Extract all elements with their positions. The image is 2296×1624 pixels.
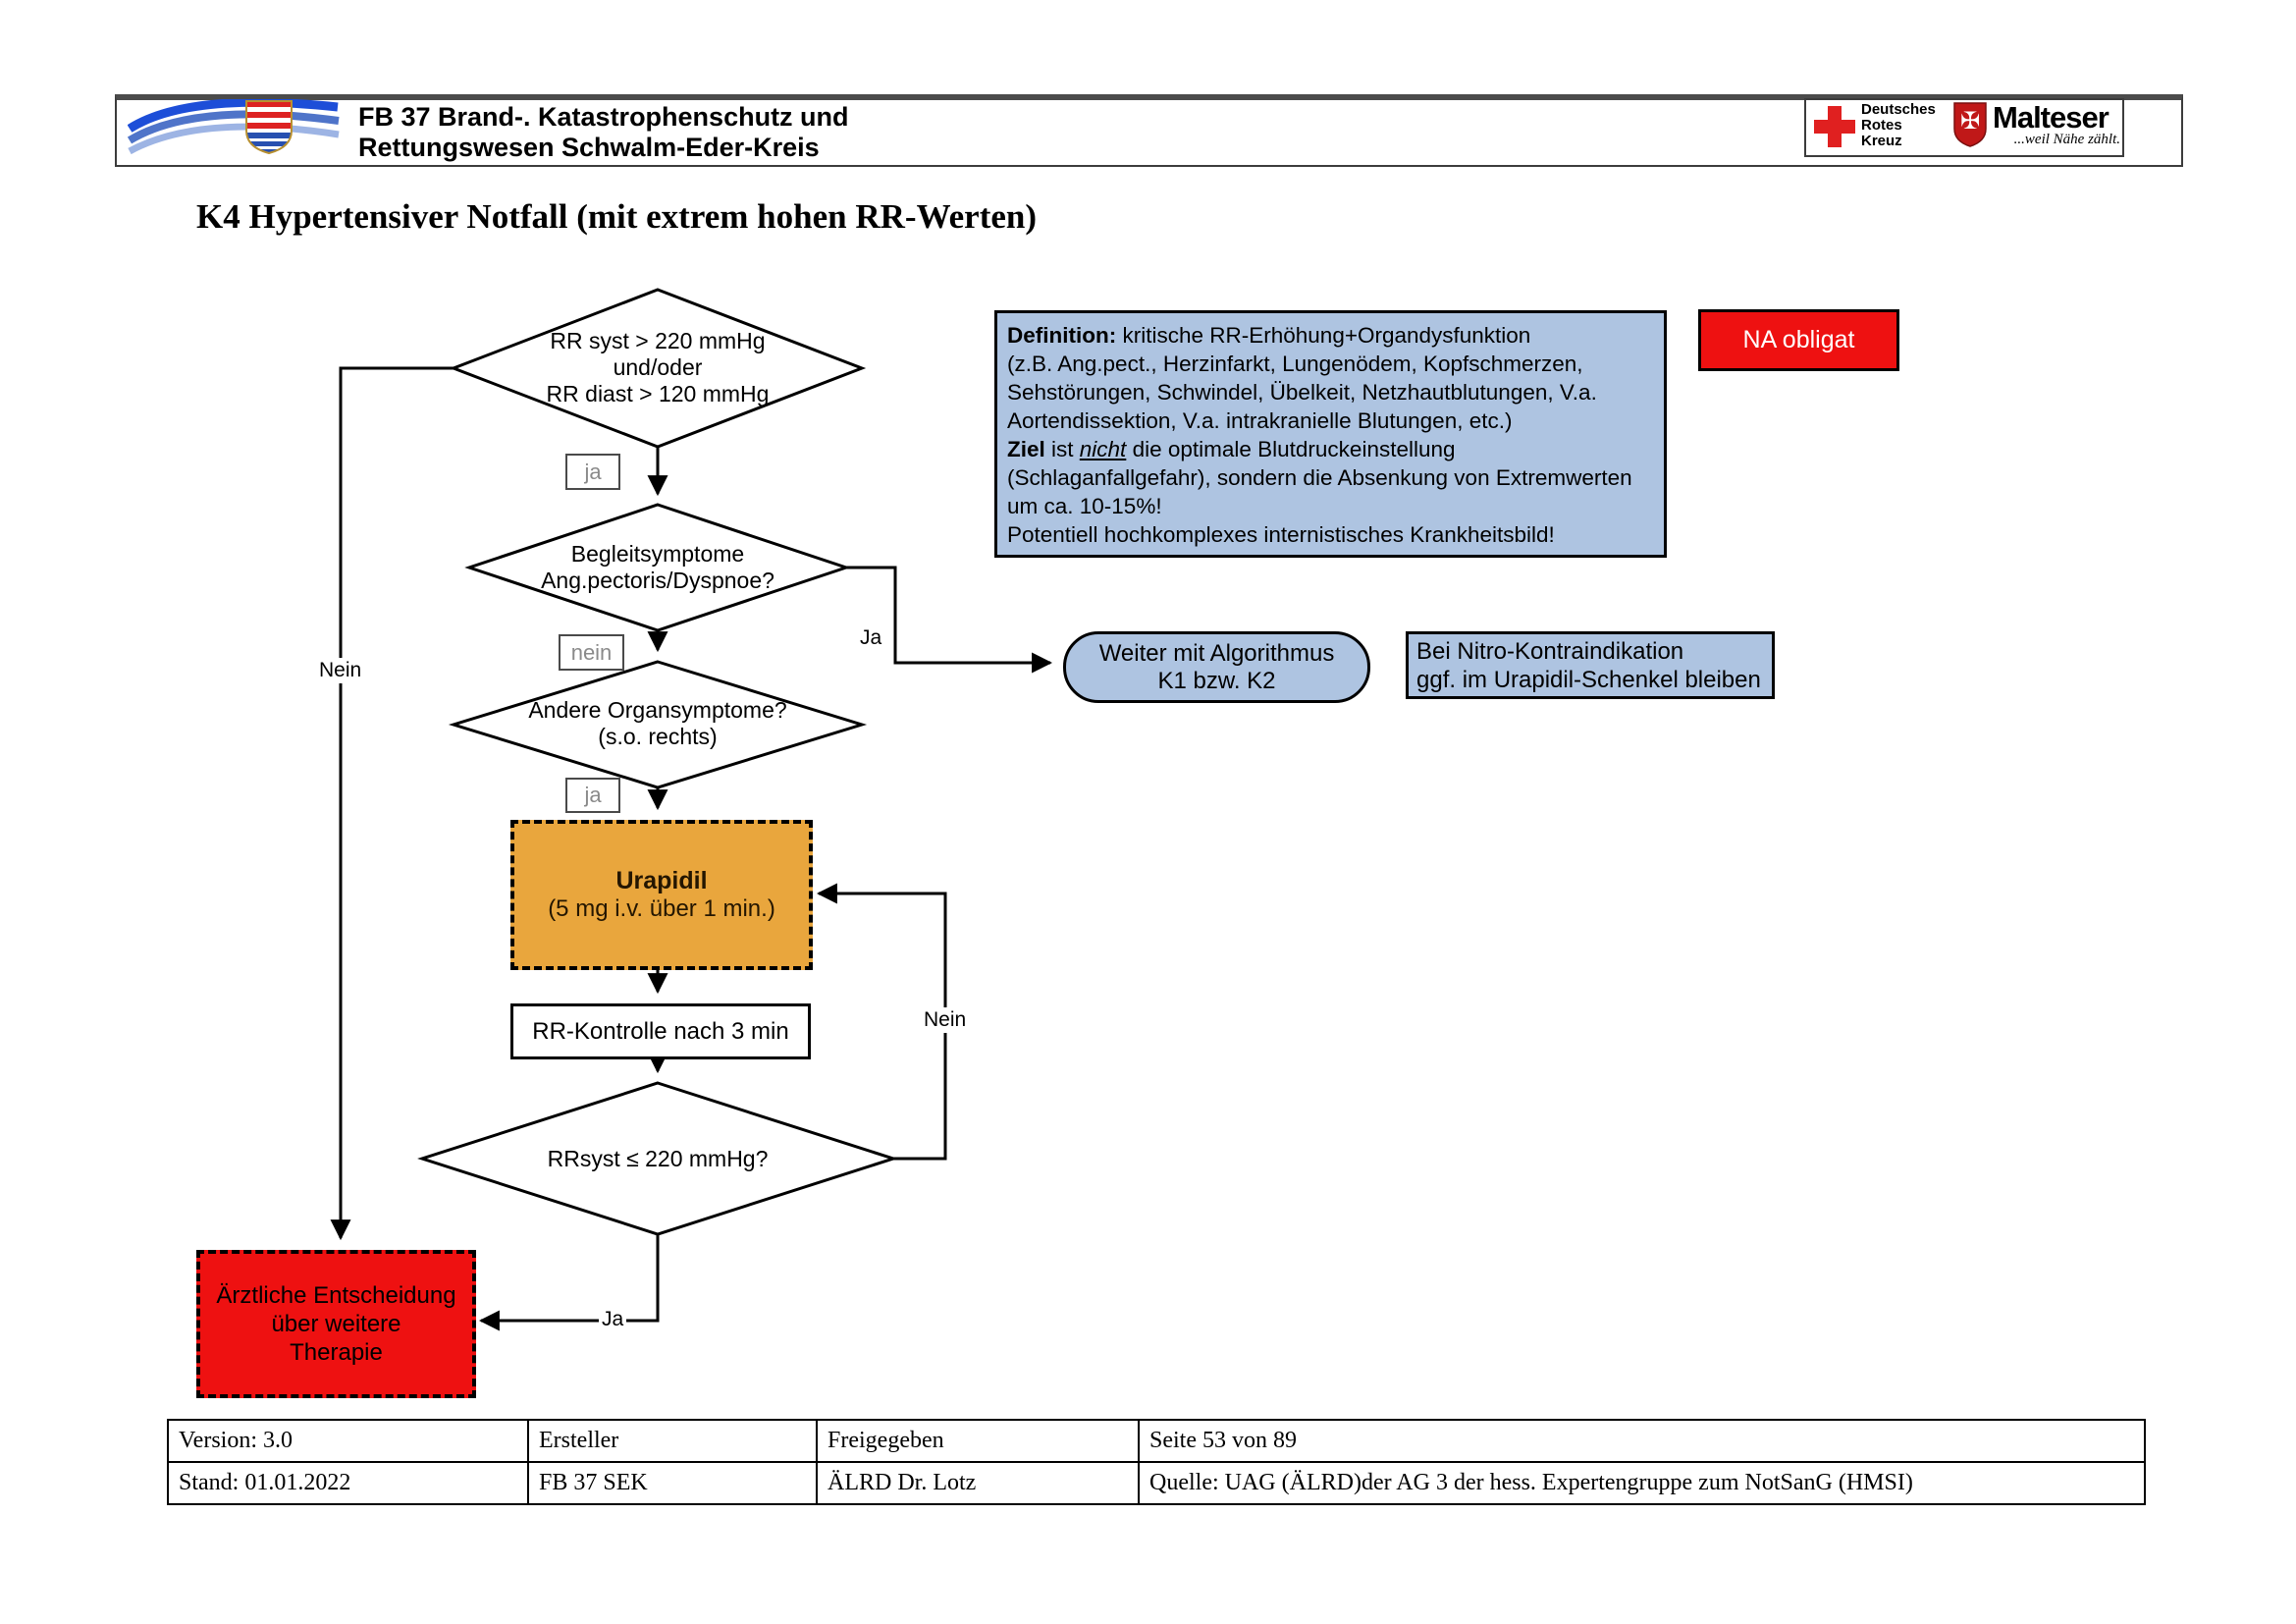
branch-label-nein-feedback: Nein — [921, 1007, 970, 1033]
urapidil-node: Urapidil (5 mg i.v. über 1 min.) — [510, 820, 813, 970]
urapidil-title: Urapidil — [615, 867, 708, 894]
footer-quelle: Quelle: UAG (ÄLRD)der AG 3 der hess. Exp… — [1138, 1461, 2146, 1505]
urapidil-dose: (5 mg i.v. über 1 min.) — [548, 895, 775, 922]
schwalm-eder-kreis-logo — [128, 99, 340, 155]
ja-tag-d1: ja — [565, 454, 620, 490]
malteser-tagline: ...weil Nähe zählt. — [2013, 132, 2120, 147]
footer-ersteller-h: Ersteller — [527, 1419, 818, 1463]
d3-label: Andere Organsymptome? (s.o. rechts) — [528, 697, 787, 749]
page-title: K4 Hypertensiver Notfall (mit extrem hoh… — [196, 197, 1038, 236]
weiter-algorithmus-node: Weiter mit Algorithmus K1 bzw. K2 — [1063, 631, 1370, 703]
nitro-kontraindikation-note: Bei Nitro-Kontraindikation ggf. im Urapi… — [1406, 631, 1775, 699]
hessen-shield-icon — [245, 100, 293, 155]
footer-ersteller-v: FB 37 SEK — [527, 1461, 818, 1505]
svg-text:✠: ✠ — [1960, 107, 1980, 135]
branch-label-ja-right: Ja — [860, 626, 882, 649]
line-ja-to-capsule — [846, 566, 1053, 674]
footer-freigegeben-v: ÄLRD Dr. Lotz — [816, 1461, 1140, 1505]
footer-freigegeben-h: Freigegeben — [816, 1419, 1140, 1463]
footer-seite: Seite 53 von 89 — [1138, 1419, 2146, 1463]
header-org-title: FB 37 Brand-. Katastrophenschutz und Ret… — [358, 102, 849, 162]
footer-table: Version: 3.0 Ersteller Freigegeben Seite… — [167, 1419, 2146, 1505]
malteser-shield-icon: ✠ — [1953, 102, 1987, 147]
rr-kontrolle-node: RR-Kontrolle nach 3 min — [510, 1003, 811, 1059]
footer-row-2: Stand: 01.01.2022 FB 37 SEK ÄLRD Dr. Lot… — [167, 1461, 2146, 1505]
drk-label: Deutsches Rotes Kreuz — [1861, 101, 1936, 149]
footer-row-1: Version: 3.0 Ersteller Freigegeben Seite… — [167, 1419, 2146, 1463]
malteser-wordmark: Malteser — [1993, 100, 2109, 135]
branch-label-nein-left: Nein — [316, 658, 365, 683]
d4-label: RRsyst ≤ 220 mmHg? — [547, 1146, 769, 1171]
line-nein-left-to-decision — [330, 366, 454, 1241]
definition-box: Definition: kritische RR-Erhöhung+Organd… — [994, 310, 1667, 558]
footer-version: Version: 3.0 — [167, 1419, 529, 1463]
drk-cross-icon — [1814, 106, 1855, 147]
na-obligat-badge: NA obligat — [1698, 309, 1899, 371]
nein-tag-d2: nein — [559, 634, 624, 671]
footer-stand: Stand: 01.01.2022 — [167, 1461, 529, 1505]
line-ja-to-decision — [478, 1234, 660, 1331]
ja-tag-d3: ja — [565, 778, 620, 813]
branch-label-ja-bottom: Ja — [599, 1307, 627, 1332]
d1-label: RR syst > 220 mmHg und/oder RR diast > 1… — [546, 328, 770, 406]
aerztliche-entscheidung-node: Ärztliche Entscheidung über weitere Ther… — [196, 1250, 476, 1398]
d2-label: Begleitsymptome Ang.pectoris/Dyspnoe? — [541, 541, 774, 593]
